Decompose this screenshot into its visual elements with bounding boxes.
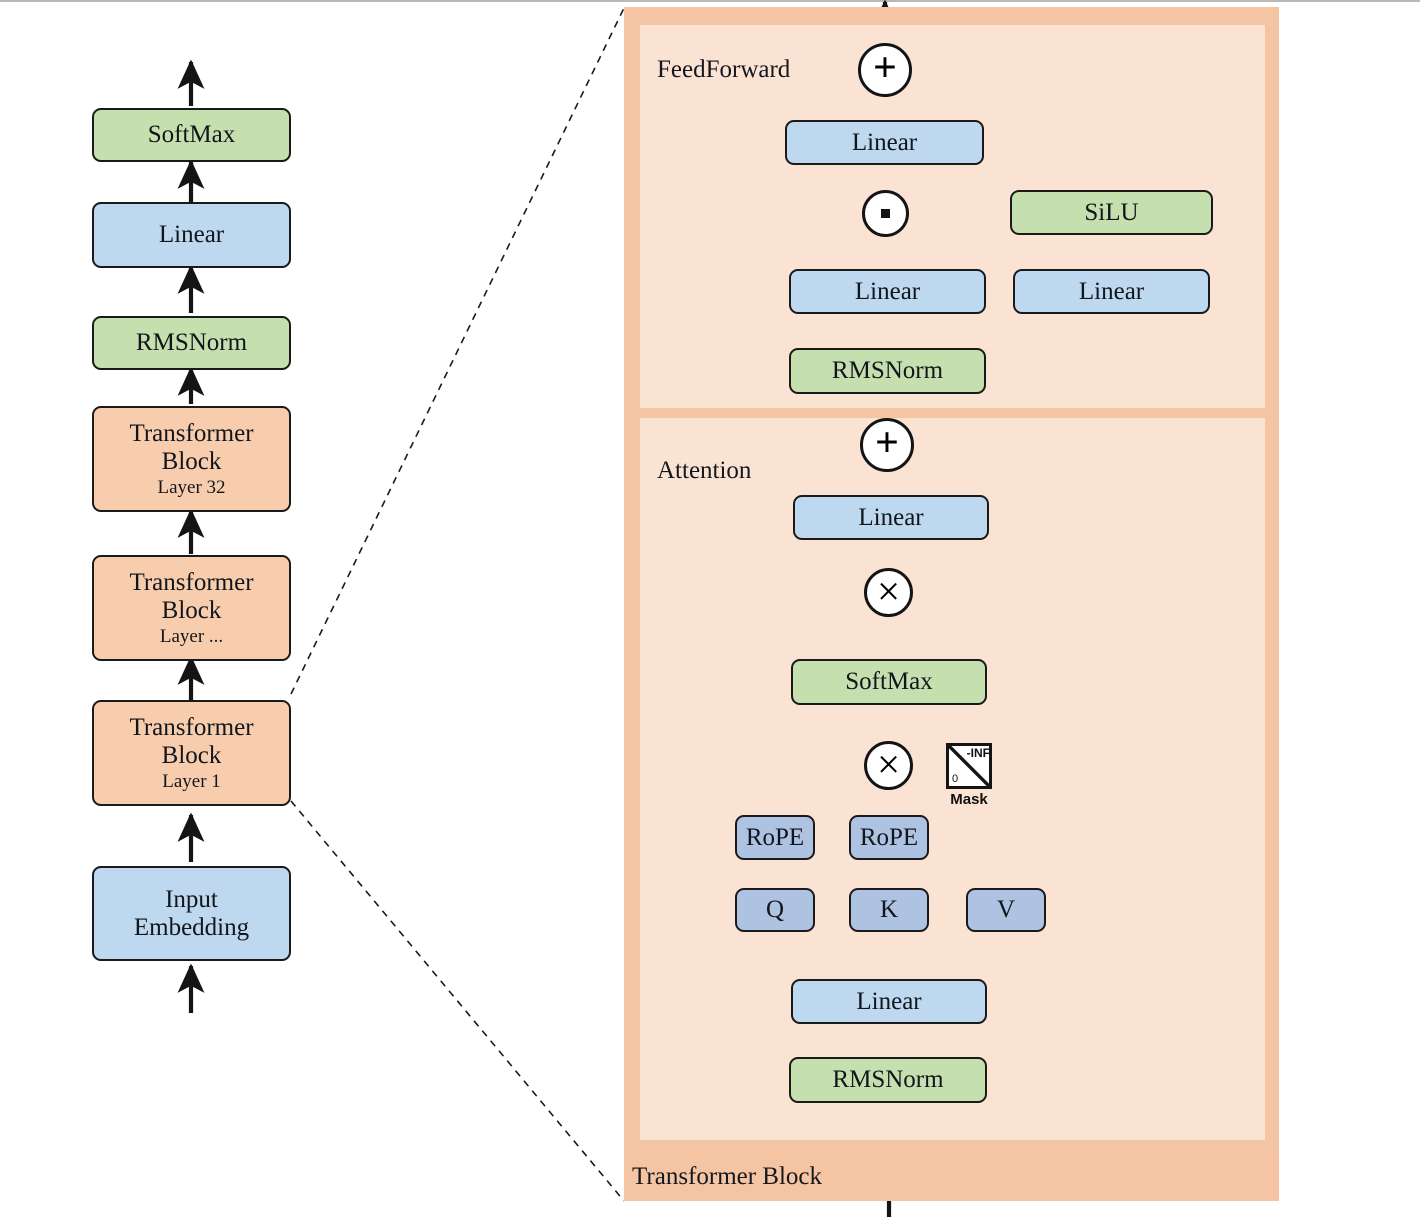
- attn-output-linear[interactable]: Linear: [793, 495, 989, 540]
- rope-query[interactable]: RoPE: [735, 815, 815, 860]
- node-label: Transformer Block: [129, 419, 254, 475]
- node-transformer-block-32[interactable]: Transformer Block Layer 32: [92, 406, 291, 512]
- plus-icon: +: [875, 420, 899, 467]
- node-label: Transformer Block: [129, 568, 254, 624]
- multiply-icon: ×: [876, 568, 901, 615]
- node-sublabel: Layer ...: [159, 625, 224, 647]
- attention-score-matmul-op: ×: [864, 741, 913, 790]
- attn-qkv-linear[interactable]: Linear: [791, 979, 987, 1024]
- node-label: Input Embedding: [133, 885, 250, 941]
- node-label: Linear: [851, 128, 918, 156]
- attention-section-label: Attention: [657, 457, 752, 484]
- ff-gate-linear[interactable]: Linear: [789, 269, 986, 314]
- node-label: K: [879, 896, 899, 923]
- mask-diagonal-icon: [949, 746, 989, 786]
- node-transformer-block-mid[interactable]: Transformer Block Layer ...: [92, 555, 291, 661]
- mask-caption: Mask: [950, 791, 988, 808]
- node-label: Linear: [856, 987, 922, 1015]
- rope-key[interactable]: RoPE: [849, 815, 929, 860]
- feedforward-residual-add-op: +: [858, 43, 912, 97]
- value-proj[interactable]: V: [966, 888, 1046, 932]
- causal-mask-glyph: 0 -INF Mask: [946, 743, 992, 808]
- node-label: SoftMax: [147, 121, 236, 148]
- node-label: RMSNorm: [832, 1066, 944, 1093]
- node-label: Linear: [854, 277, 921, 305]
- attn-rmsnorm[interactable]: RMSNorm: [789, 1057, 987, 1103]
- feedforward-elementwise-multiply-op: [862, 190, 909, 237]
- ff-silu[interactable]: SiLU: [1010, 190, 1213, 235]
- query-proj[interactable]: Q: [735, 888, 815, 932]
- node-label: V: [996, 896, 1016, 923]
- node-label: Linear: [858, 503, 924, 531]
- ff-rmsnorm[interactable]: RMSNorm: [789, 348, 986, 394]
- key-proj[interactable]: K: [849, 888, 929, 932]
- node-label: SiLU: [1084, 198, 1139, 226]
- feedforward-section-label: FeedForward: [657, 56, 791, 83]
- node-label: RMSNorm: [831, 357, 944, 384]
- node-transformer-block-1[interactable]: Transformer Block Layer 1: [92, 700, 291, 806]
- node-label: RoPE: [745, 823, 805, 851]
- node-linear-head[interactable]: Linear: [92, 202, 291, 268]
- transformer-block-panel-label: Transformer Block: [632, 1163, 823, 1190]
- node-sublabel: Layer 32: [157, 476, 226, 498]
- mask-square: 0 -INF: [946, 743, 992, 789]
- ff-output-linear[interactable]: Linear: [785, 120, 984, 165]
- node-label: RMSNorm: [135, 329, 248, 356]
- top-divider-rule: [0, 0, 1420, 2]
- attention-residual-add-op: +: [860, 418, 914, 472]
- node-rmsnorm-head[interactable]: RMSNorm: [92, 316, 291, 370]
- node-label: Linear: [158, 221, 225, 248]
- mask-low-value: 0: [952, 773, 959, 785]
- multiply-icon: ×: [876, 741, 901, 788]
- node-label: SoftMax: [845, 668, 933, 695]
- node-label: Linear: [1078, 277, 1145, 305]
- dot-product-icon: [881, 209, 890, 218]
- node-label: Transformer Block: [129, 713, 254, 769]
- node-sublabel: Layer 1: [162, 770, 221, 792]
- node-label: Q: [765, 896, 785, 923]
- attn-softmax[interactable]: SoftMax: [791, 659, 987, 705]
- ff-up-linear[interactable]: Linear: [1013, 269, 1210, 314]
- attention-value-matmul-op: ×: [864, 568, 913, 617]
- node-input-embedding[interactable]: Input Embedding: [92, 866, 291, 961]
- plus-icon: +: [873, 45, 897, 92]
- node-softmax-head[interactable]: SoftMax: [92, 108, 291, 162]
- mask-high-value: -INF: [966, 746, 990, 760]
- node-label: RoPE: [859, 823, 919, 851]
